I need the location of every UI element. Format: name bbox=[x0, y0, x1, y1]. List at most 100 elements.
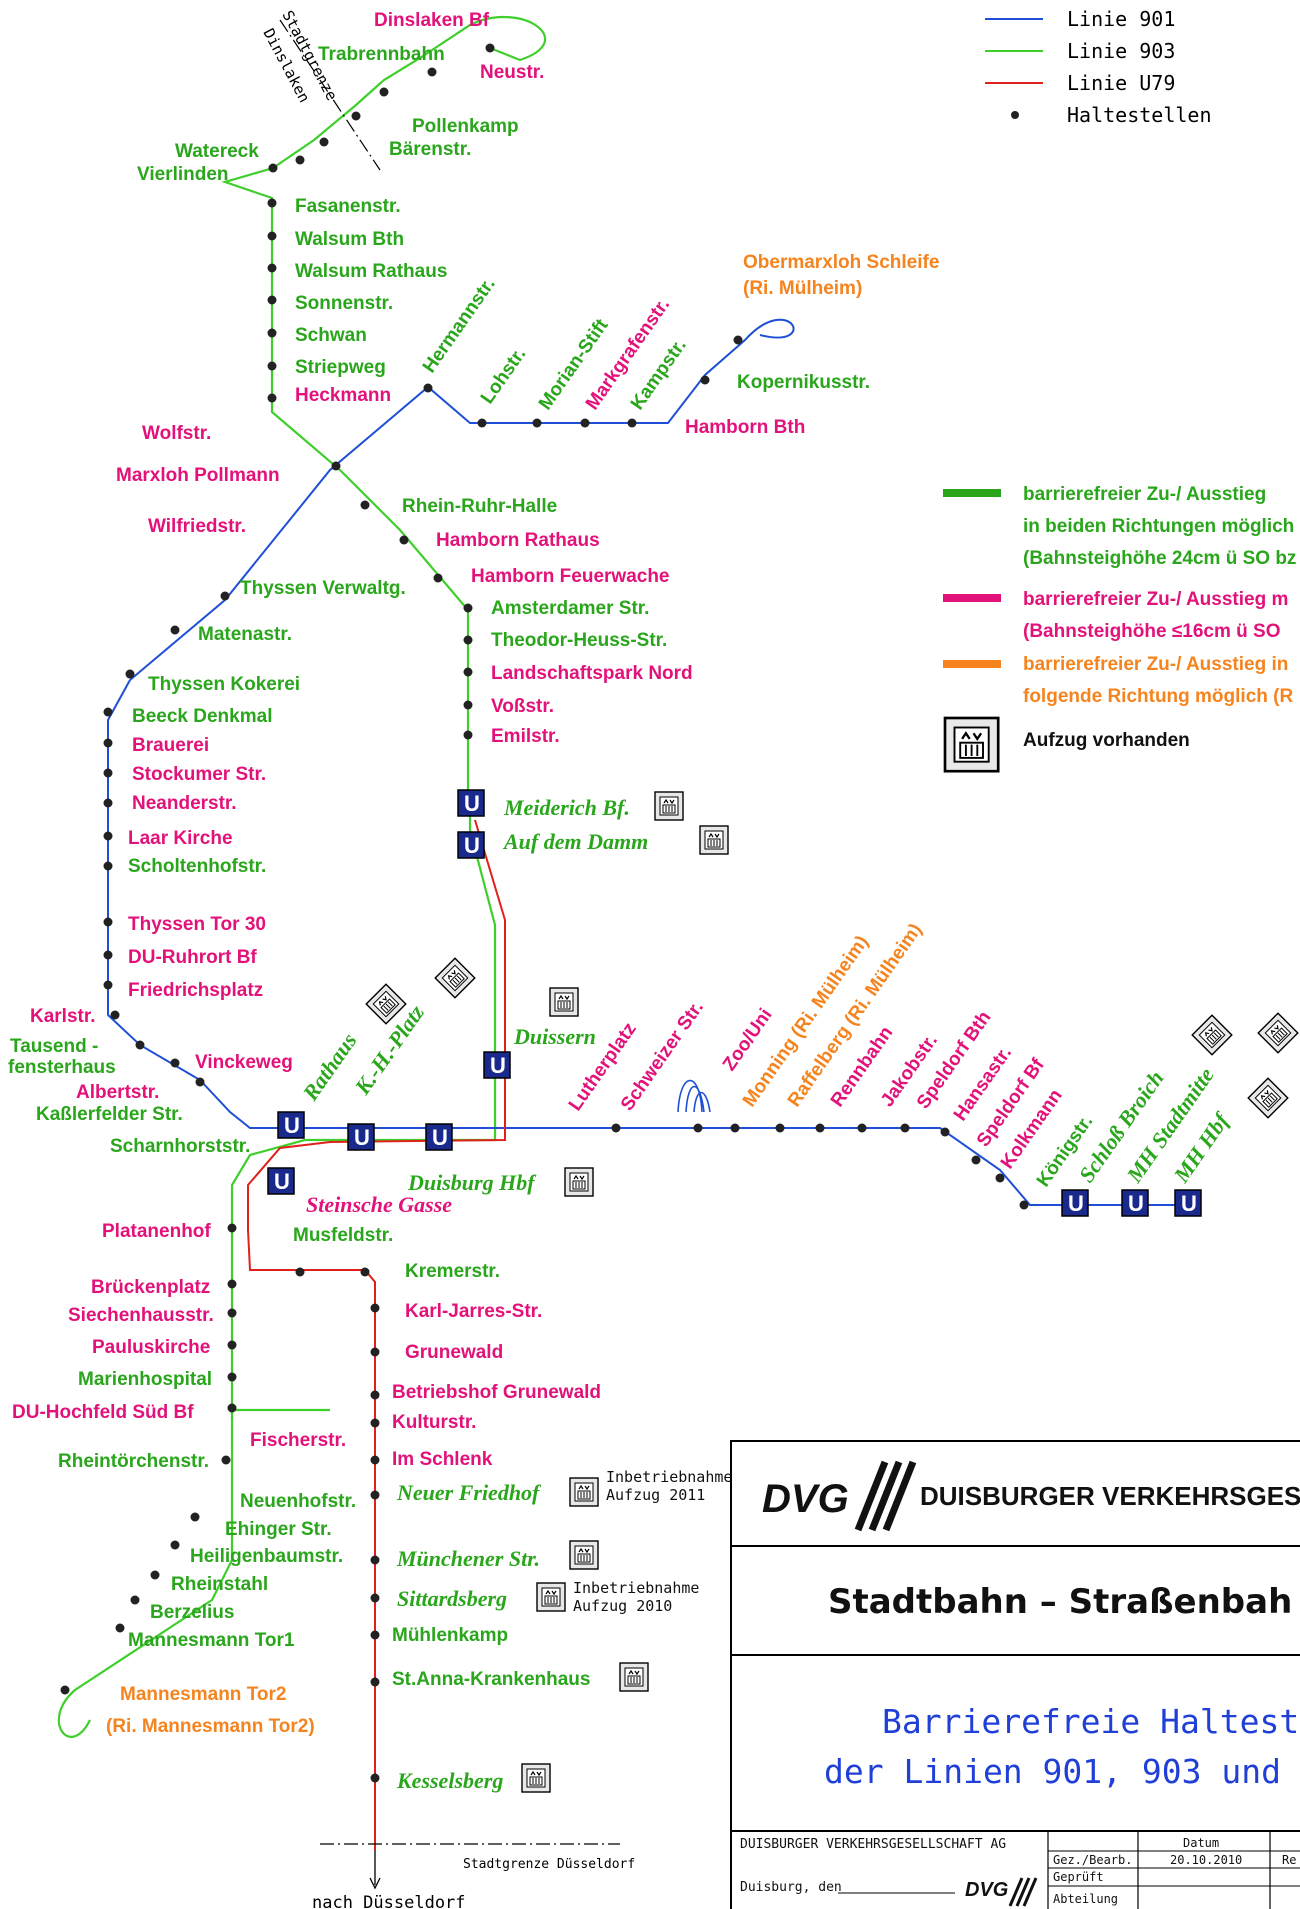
stop-dot bbox=[900, 1123, 910, 1133]
stop-dot bbox=[423, 383, 433, 393]
stop-dot bbox=[135, 1040, 145, 1050]
company-name: DUISBURGER VERKEHRSGESELL bbox=[920, 1481, 1300, 1511]
station-label-lohstr: Lohstr. bbox=[477, 344, 531, 408]
elevator-icon bbox=[699, 825, 729, 855]
stop-dot bbox=[370, 1773, 380, 1783]
legend: Linie 901 Linie 903 Linie U79 Haltestell… bbox=[943, 7, 1296, 773]
station-label-karlstr: Karlstr. bbox=[30, 1006, 95, 1027]
svg-text:U: U bbox=[274, 1169, 290, 1194]
station-label-kulturstr: Kulturstr. bbox=[392, 1412, 476, 1433]
svg-text:Duisburg, den: Duisburg, den bbox=[740, 1880, 842, 1895]
station-label-vierlinden: Vierlinden bbox=[137, 164, 229, 185]
station-label-vinckeweg: Vinckeweg bbox=[195, 1052, 293, 1073]
svg-text:DVG: DVG bbox=[965, 1879, 1008, 1901]
station-label-baerenstr: Bärenstr. bbox=[389, 139, 471, 160]
station-label-pollenkamp: Pollenkamp bbox=[412, 116, 519, 137]
stop-dot bbox=[103, 950, 113, 960]
station-label-landschaftspark: Landschaftspark Nord bbox=[491, 663, 693, 684]
elevator-icon bbox=[1257, 1012, 1299, 1054]
stop-dot bbox=[190, 1512, 200, 1522]
station-label-grunewald: Grunewald bbox=[405, 1342, 503, 1363]
stop-dot bbox=[370, 1555, 380, 1565]
stop-dot bbox=[360, 1267, 370, 1277]
station-label-sonnenstr: Sonnenstr. bbox=[295, 293, 393, 314]
svg-text:DUISBURGER VERKEHRSGESELLSCHA: DUISBURGER VERKEHRSGESELLSCHAFT AG bbox=[740, 1837, 1006, 1852]
station-label-kasslerfelder: Kaßlerfelder Str. bbox=[36, 1104, 183, 1125]
station-label-stockumer: Stockumer Str. bbox=[132, 764, 266, 785]
stop-dot bbox=[103, 861, 113, 871]
station-label-platanenhof: Platanenhof bbox=[102, 1221, 211, 1242]
tunnel-arches bbox=[677, 1079, 711, 1113]
elevator-icon bbox=[521, 1763, 551, 1793]
stop-dot bbox=[267, 231, 277, 241]
stop-dot bbox=[427, 67, 437, 77]
station-label-tausendfenster1: Tausend - bbox=[10, 1036, 98, 1057]
svg-text:U: U bbox=[1181, 1191, 1197, 1216]
station-label-muehlenkamp: Mühlenkamp bbox=[392, 1625, 508, 1646]
title-block: DVG DUISBURGER VERKEHRSGESELL Stadtbahn … bbox=[730, 1440, 1300, 1909]
station-label-schweizer-str: Schweizer Str. bbox=[617, 997, 708, 1115]
svg-text:Gez./Bearb.: Gez./Bearb. bbox=[1053, 1853, 1132, 1867]
svg-text:20.10.2010: 20.10.2010 bbox=[1170, 1853, 1242, 1867]
stop-dot bbox=[485, 43, 495, 53]
stop-dot bbox=[399, 535, 409, 545]
svg-text:(Bahnsteighöhe ≤16cm ü SO: (Bahnsteighöhe ≤16cm ü SO bbox=[1023, 621, 1280, 642]
stop-dot bbox=[295, 155, 305, 165]
svg-text:barrierefreier Zu-/ Ausstieg: barrierefreier Zu-/ Ausstieg bbox=[1023, 484, 1266, 505]
station-label-heiligenbaum: Heiligenbaumstr. bbox=[190, 1546, 343, 1567]
station-label-trabrennbahn: Trabrennbahn bbox=[318, 44, 445, 65]
stop-dot bbox=[463, 700, 473, 710]
stop-dot bbox=[815, 1123, 825, 1133]
station-label-marienhospital: Marienhospital bbox=[78, 1369, 212, 1390]
station-label-amsterdamer: Amsterdamer Str. bbox=[491, 598, 649, 619]
stop-dot bbox=[730, 1123, 740, 1133]
stop-dot bbox=[267, 295, 277, 305]
station-label-siechenhaus: Siechenhausstr. bbox=[68, 1305, 214, 1326]
stop-dot bbox=[103, 707, 113, 717]
station-label-mannesmann-tor2-ri: (Ri. Mannesmann Tor2) bbox=[106, 1716, 315, 1737]
stop-dot bbox=[379, 87, 389, 97]
stop-dot bbox=[775, 1123, 785, 1133]
stop-dot bbox=[351, 111, 361, 121]
station-label-neuenhofstr: Neuenhofstr. bbox=[240, 1491, 356, 1512]
station-label-rhein-ruhr-halle: Rhein-Ruhr-Halle bbox=[402, 496, 557, 517]
station-label-neanderstr: Neanderstr. bbox=[132, 793, 237, 814]
station-label-ehinger: Ehinger Str. bbox=[225, 1519, 332, 1540]
doc-subtitle-2: der Linien 901, 903 und bbox=[824, 1752, 1281, 1791]
station-label-steinsche-gasse: Steinsche Gasse bbox=[306, 1192, 452, 1217]
station-label-berzelius: Berzelius bbox=[150, 1602, 234, 1623]
station-label-dinslaken-bf: Dinslaken Bf bbox=[374, 10, 490, 31]
stop-dot bbox=[267, 328, 277, 338]
svg-text:U: U bbox=[1128, 1191, 1144, 1216]
stop-dot bbox=[220, 591, 230, 601]
svg-text:U: U bbox=[1068, 1191, 1084, 1216]
station-label-mannesmann-tor1: Mannesmann Tor1 bbox=[128, 1630, 295, 1651]
svg-text:Datum: Datum bbox=[1183, 1836, 1219, 1850]
stop-dot bbox=[370, 1303, 380, 1313]
station-label-duissern: Duissern bbox=[513, 1024, 596, 1049]
station-label-hamborn-feuerwache: Hamborn Feuerwache bbox=[471, 566, 670, 587]
elevator-icon bbox=[654, 791, 684, 821]
svg-text:Re: Re bbox=[1282, 1853, 1296, 1867]
stop-dot bbox=[477, 418, 487, 428]
stop-dot bbox=[693, 1123, 703, 1133]
stop-dot bbox=[360, 500, 370, 510]
stop-dot bbox=[227, 1223, 237, 1233]
station-label-emilstr: Emilstr. bbox=[491, 726, 560, 747]
station-label-fasanenstr: Fasanenstr. bbox=[295, 196, 401, 217]
stop-dot bbox=[268, 163, 278, 173]
stop-dot bbox=[580, 418, 590, 428]
elevator-icon bbox=[549, 987, 579, 1017]
stop-dot bbox=[150, 1570, 160, 1580]
station-label-muenchener: Münchener Str. bbox=[396, 1546, 540, 1571]
elevator-icon bbox=[536, 1582, 566, 1612]
stop-dot bbox=[370, 1455, 380, 1465]
station-label-beeck-denkmal: Beeck Denkmal bbox=[132, 706, 272, 727]
stop-dot bbox=[627, 418, 637, 428]
stop-dot bbox=[370, 1630, 380, 1640]
station-label-sittardsberg: Sittardsberg bbox=[397, 1586, 507, 1611]
station-label-theodor-heuss: Theodor-Heuss-Str. bbox=[491, 630, 667, 651]
stop-dot bbox=[463, 635, 473, 645]
svg-text:U: U bbox=[354, 1125, 370, 1150]
station-label-pauluskirche: Pauluskirche bbox=[92, 1337, 210, 1358]
